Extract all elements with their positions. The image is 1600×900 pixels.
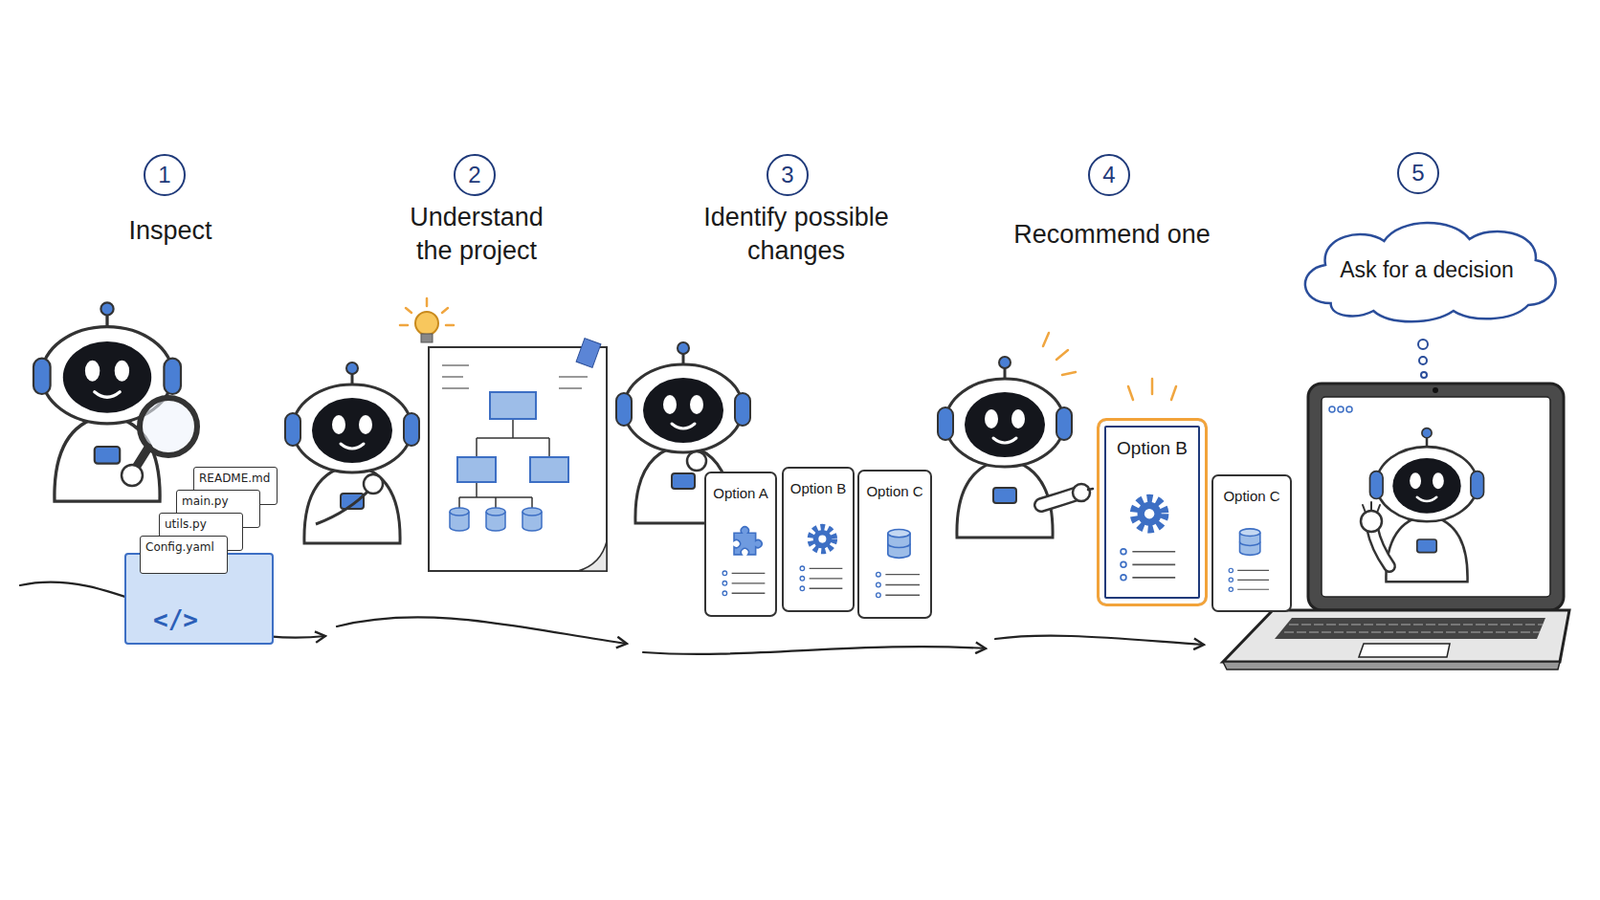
file-name: main.py	[181, 494, 255, 509]
option-label: Option C	[866, 483, 923, 501]
step-number-circle: 5	[1397, 152, 1440, 195]
step1-robot	[33, 302, 198, 502]
option-card: Option A	[704, 471, 778, 618]
step-number-circle: 2	[453, 154, 496, 197]
option-label: Option B	[790, 480, 846, 498]
card-icon	[706, 522, 784, 608]
cloud-text: Ask for a decision	[1339, 257, 1514, 285]
step2-robot	[285, 362, 420, 544]
recommended-option-card: Option B	[1096, 418, 1208, 607]
step-number-circle: 3	[766, 154, 809, 197]
card-icon	[1213, 522, 1287, 603]
file-name: README.md	[199, 471, 272, 486]
step-number: 5	[1411, 159, 1424, 188]
option-label: Option C	[1222, 488, 1280, 506]
step-title: Identify possible changes	[693, 200, 900, 268]
file-name: utils.py	[164, 517, 238, 532]
thought-bubbles	[1418, 339, 1428, 378]
step-title: Inspect	[74, 214, 267, 248]
file-name: Config.yaml	[145, 540, 223, 555]
card-icon	[859, 522, 939, 610]
card-icon	[1099, 486, 1200, 597]
option-card: Option C	[1211, 474, 1292, 613]
step-title: Understand the project	[398, 200, 556, 268]
step5-robot	[1360, 428, 1485, 583]
option-card: Option C	[857, 469, 933, 620]
thought-cloud: Ask for a decision	[1288, 212, 1566, 330]
option-label: Option B	[1116, 438, 1188, 461]
step-number-circle: 4	[1088, 154, 1131, 197]
step2-document	[400, 298, 607, 572]
file-card: Config.yaml	[139, 535, 228, 575]
card-icon	[783, 517, 862, 603]
step-number-circle: 1	[143, 154, 186, 197]
option-label: Option A	[712, 485, 769, 503]
step-number: 3	[780, 161, 794, 190]
option-card: Option B	[781, 466, 855, 613]
code-folder-box: </>README.mdmain.pyutils.pyConfig.yaml	[124, 553, 274, 645]
step-title: Recommend one	[987, 218, 1237, 252]
step-number: 2	[467, 161, 481, 190]
step-number: 1	[157, 161, 171, 190]
code-symbol: </>	[153, 605, 199, 636]
step-number: 4	[1102, 161, 1115, 190]
